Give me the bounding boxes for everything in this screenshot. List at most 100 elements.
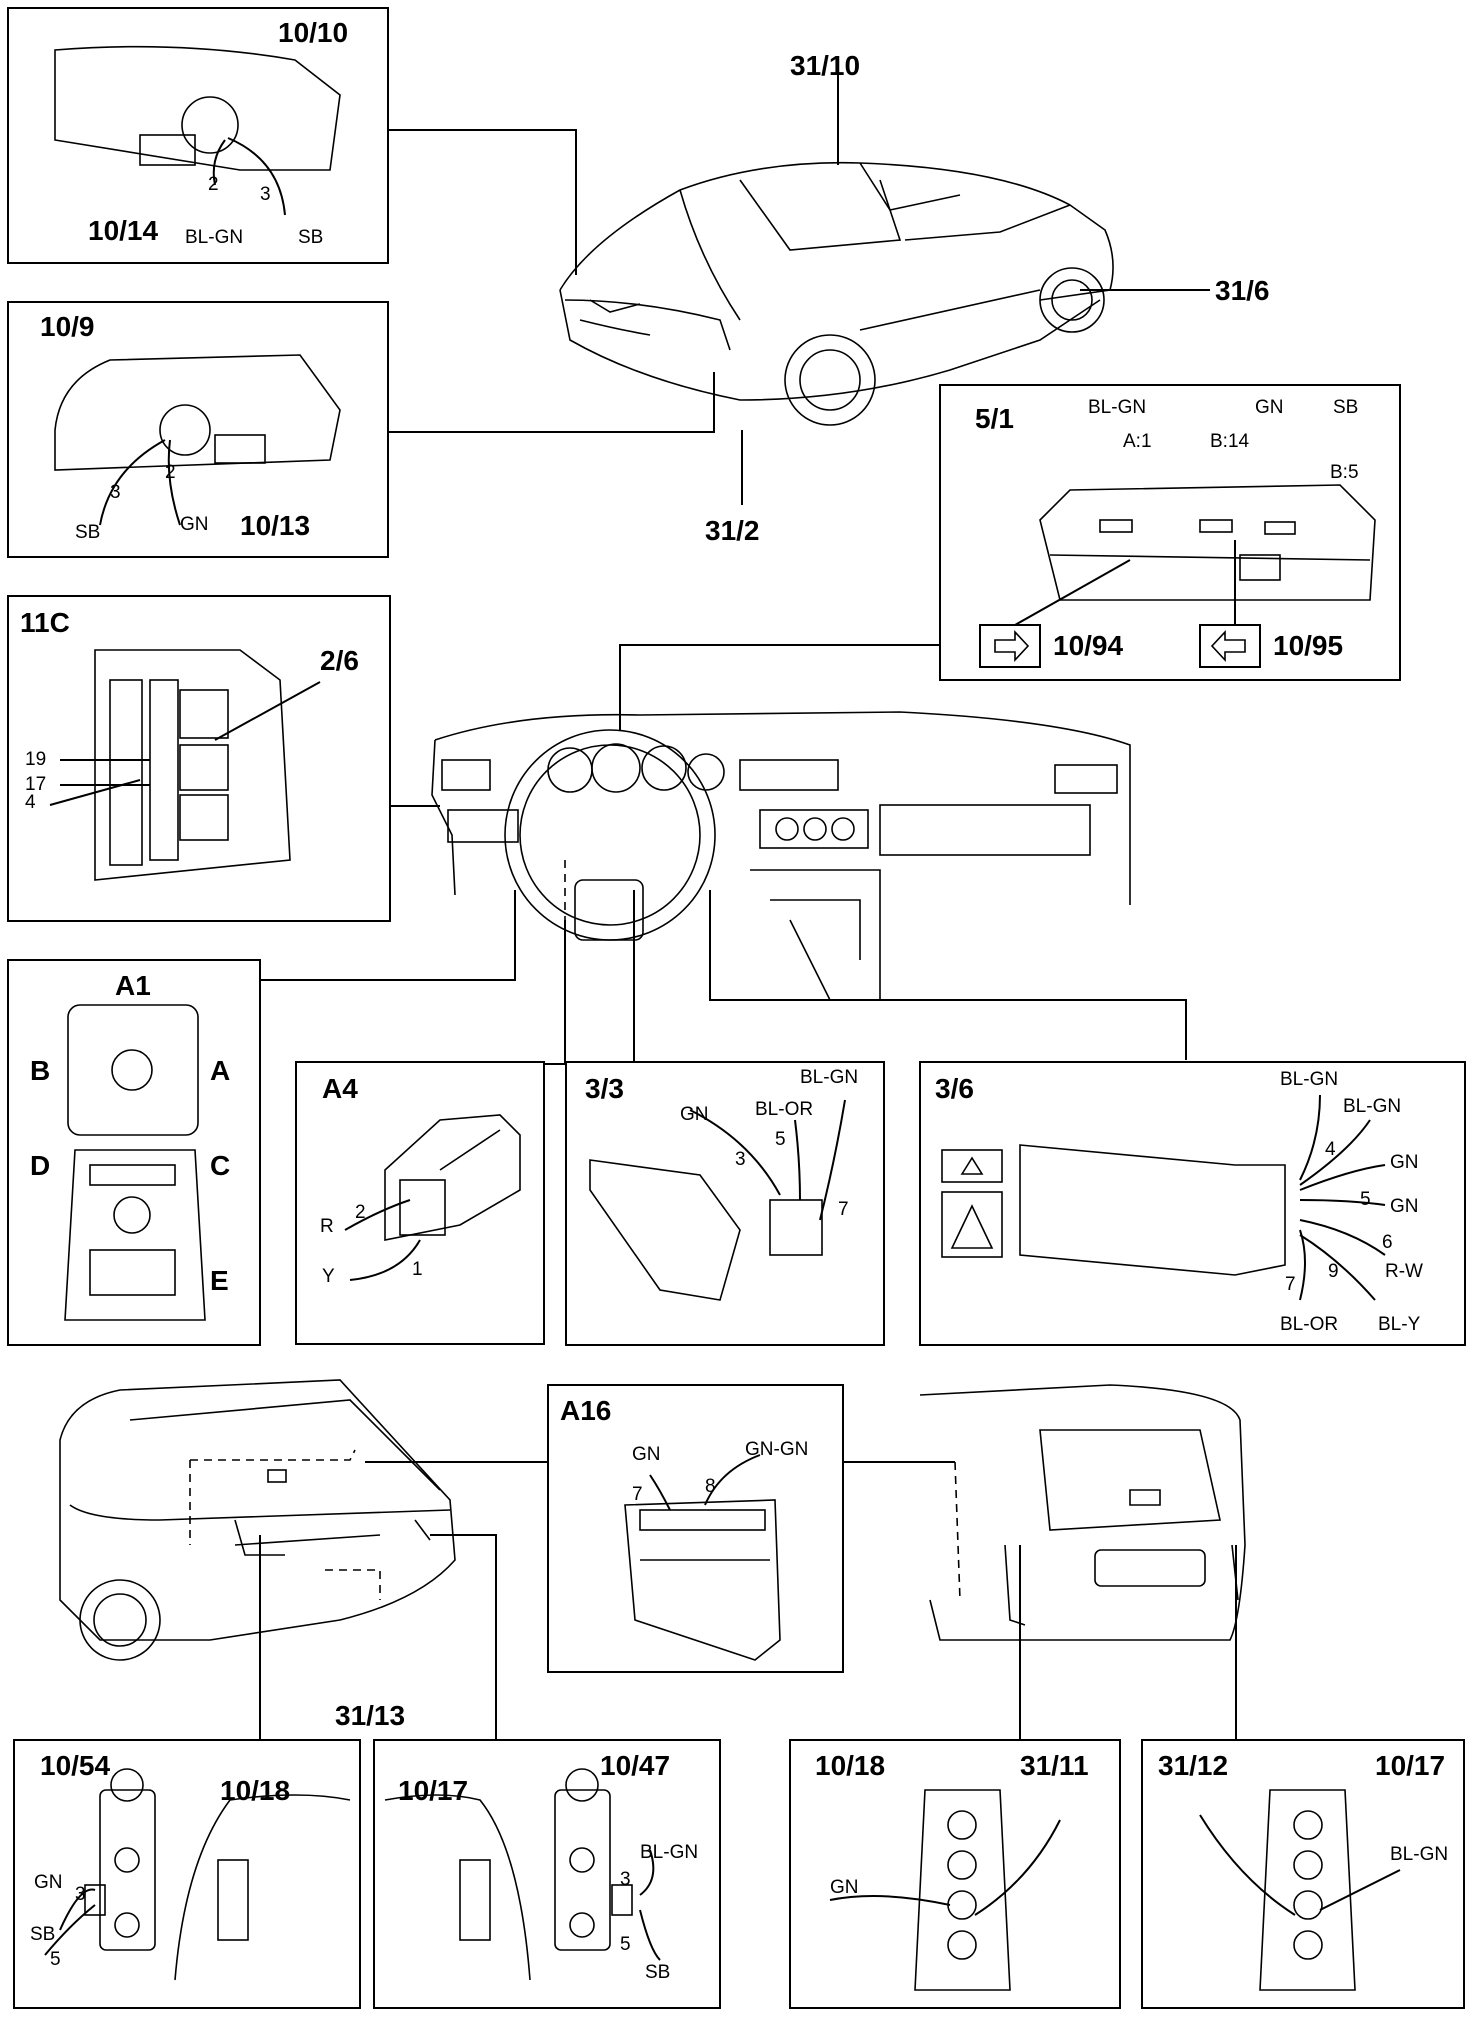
panel-A1: A1 B A D C E — [7, 959, 261, 1346]
panel-3-6-title: 3/6 — [935, 1073, 974, 1104]
rear-sedan-illustration — [59, 1379, 456, 1661]
wire-color-label: BL-GN — [185, 227, 243, 248]
pin-number: 4 — [25, 792, 36, 813]
panel-title: 10/17 — [398, 1775, 468, 1806]
ref-label: 31/13 — [335, 1700, 405, 1731]
front-car-illustration — [559, 161, 1114, 426]
connector-section-label: E — [210, 1265, 229, 1296]
pin-number: 9 — [1328, 1261, 1339, 1282]
panel-10-9-title: 10/9 — [40, 311, 95, 342]
panel-10-10-ref: 10/14 — [88, 215, 158, 246]
panel-10-18-31-11: 10/18 31/11 GN — [789, 1739, 1121, 2009]
wire-color-label: SB — [645, 1962, 670, 1983]
panel-10-10-title: 10/10 — [278, 17, 348, 48]
pin-number: 6 — [1382, 1232, 1393, 1253]
panel-5-1: 5/1 BL-GN GN SB A:1 B:14 B:5 10/94 10/95 — [939, 384, 1401, 681]
wire-color-label: SB — [298, 227, 323, 248]
wire-color-label: BL-GN — [640, 1842, 698, 1863]
wire-color-label: BL-OR — [755, 1099, 813, 1120]
wire-color-label: GN — [632, 1444, 661, 1465]
pin-number: 5 — [50, 1949, 61, 1970]
wire-color-label: SB — [75, 522, 100, 543]
pin-number: 5 — [620, 1934, 631, 1955]
connector-section-label: A — [210, 1055, 230, 1086]
wire-color-label: BL-Y — [1378, 1314, 1421, 1335]
pin-number: 1 — [412, 1259, 423, 1280]
panel-11C-title: 11C — [20, 607, 70, 638]
panel-title: 10/18 — [815, 1750, 885, 1781]
wire-color-label: SB — [1333, 397, 1358, 418]
wire-color-label: R — [320, 1216, 334, 1237]
wire-color-label: GN — [180, 514, 209, 535]
panel-10-10: 10/10 10/14 2 3 BL-GN SB — [7, 7, 389, 264]
panel-title: 10/18 — [220, 1775, 290, 1806]
pin-number: 5 — [775, 1129, 786, 1150]
connector-section-label: D — [30, 1150, 50, 1181]
panel-5-1-ref: 10/95 — [1273, 630, 1343, 661]
pin-number: 2 — [355, 1202, 366, 1223]
wire-color-label: BL-GN — [1343, 1096, 1401, 1117]
wire-color-label: R-W — [1385, 1261, 1423, 1282]
panel-5-1-title: 5/1 — [975, 403, 1014, 434]
panel-31-12-10-17: 31/12 10/17 BL-GN — [1141, 1739, 1465, 2009]
pin-label: A:1 — [1123, 431, 1152, 452]
panel-10-54-10-18: 10/54 10/18 GN SB 3 5 — [13, 1739, 361, 2009]
panel-10-9: 10/9 10/13 3 2 SB GN — [7, 301, 389, 558]
panel-10-17-10-47: 10/17 10/47 BL-GN SB 3 5 — [373, 1739, 721, 2009]
panel-title: 10/54 — [40, 1750, 110, 1781]
wire-color-label: GN — [1390, 1152, 1419, 1173]
panel-11C: 11C 2/6 19 17 4 — [7, 595, 391, 922]
pin-number: 5 — [1360, 1189, 1371, 1210]
wire-number: 2 — [208, 174, 219, 195]
wire-color-label: BL-GN — [800, 1067, 858, 1088]
wire-color-label: GN — [1390, 1196, 1419, 1217]
panel-5-1-ref: 10/94 — [1053, 630, 1123, 661]
pin-number: 7 — [838, 1199, 849, 1220]
wire-color-label: SB — [30, 1924, 55, 1945]
wire-number: 3 — [260, 184, 271, 205]
pin-number: 3 — [735, 1149, 746, 1170]
connector-section-label: B — [30, 1055, 50, 1086]
wire-color-label: GN — [680, 1104, 709, 1125]
panel-title: 10/47 — [600, 1750, 670, 1781]
pin-number: 8 — [705, 1476, 716, 1497]
wire-color-label: BL-GN — [1390, 1844, 1448, 1865]
panel-3-6: 3/6 BL-GN BL-GN GN GN R-W BL-OR BL-Y 4 5… — [919, 1061, 1466, 1346]
panel-3-3-title: 3/3 — [585, 1073, 624, 1104]
wire-color-label: GN — [830, 1877, 859, 1898]
panel-11C-ref: 2/6 — [320, 645, 359, 676]
pin-number: 3 — [75, 1884, 86, 1905]
pin-number: 3 — [620, 1869, 631, 1890]
wire-color-label: BL-GN — [1280, 1069, 1338, 1090]
wire-color-label: GN-GN — [745, 1439, 808, 1460]
connector-section-label: C — [210, 1150, 230, 1181]
panel-title: 10/17 — [1375, 1750, 1445, 1781]
panel-A4-title: A4 — [322, 1073, 358, 1104]
panel-A16-title: A16 — [560, 1395, 611, 1426]
panel-10-9-ref: 10/13 — [240, 510, 310, 541]
pin-number: 19 — [25, 749, 46, 770]
pin-number: 7 — [1285, 1274, 1296, 1295]
panel-A1-title: A1 — [115, 970, 151, 1001]
ref-label: 31/10 — [790, 50, 860, 81]
wire-color-label: GN — [1255, 397, 1284, 418]
wire-color-label: BL-OR — [1280, 1314, 1338, 1335]
ref-label: 31/2 — [705, 515, 760, 546]
pin-number: 7 — [632, 1484, 643, 1505]
pin-number: 4 — [1325, 1139, 1336, 1160]
wire-color-label: GN — [34, 1872, 63, 1893]
pin-number: 17 — [25, 774, 46, 795]
panel-title: 31/11 — [1020, 1750, 1089, 1781]
ref-label: 31/6 — [1215, 275, 1270, 306]
wire-number: 3 — [110, 482, 121, 503]
pin-label: B:5 — [1330, 462, 1359, 483]
pin-label: B:14 — [1210, 431, 1250, 452]
rear-wagon-illustration — [919, 1384, 1246, 1641]
dashboard-illustration — [431, 711, 1131, 1001]
panel-title: 31/12 — [1158, 1750, 1228, 1781]
leader-lines — [259, 60, 1237, 1740]
wire-number: 2 — [165, 462, 176, 483]
panel-A4: A4 R Y 2 1 — [295, 1061, 545, 1345]
wire-color-label: BL-GN — [1088, 397, 1146, 418]
